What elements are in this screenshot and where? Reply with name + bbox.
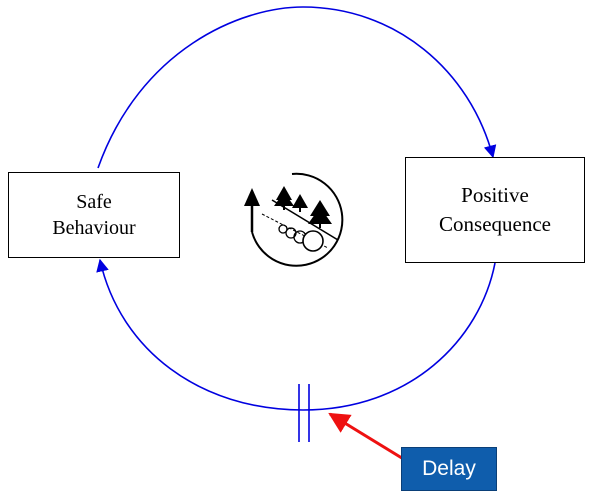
delay-pointer-arrow <box>328 412 411 465</box>
delay-mark <box>298 384 310 442</box>
delay-label: Delay <box>422 457 476 480</box>
delay-label-box: Delay <box>401 447 497 491</box>
node-positive-consequence-line1: Positive <box>461 183 529 207</box>
snowball-rolling-downhill-icon <box>244 172 344 267</box>
link-positive-to-safe <box>96 258 496 411</box>
node-safe-behaviour-line2: Behaviour <box>52 217 136 239</box>
node-positive-consequence: Positive Consequence <box>405 157 585 263</box>
node-positive-consequence-line2: Consequence <box>439 212 551 236</box>
node-safe-behaviour: Safe Behaviour <box>8 172 180 258</box>
node-safe-behaviour-line1: Safe <box>76 191 112 213</box>
link-safe-to-positive <box>97 6 497 169</box>
